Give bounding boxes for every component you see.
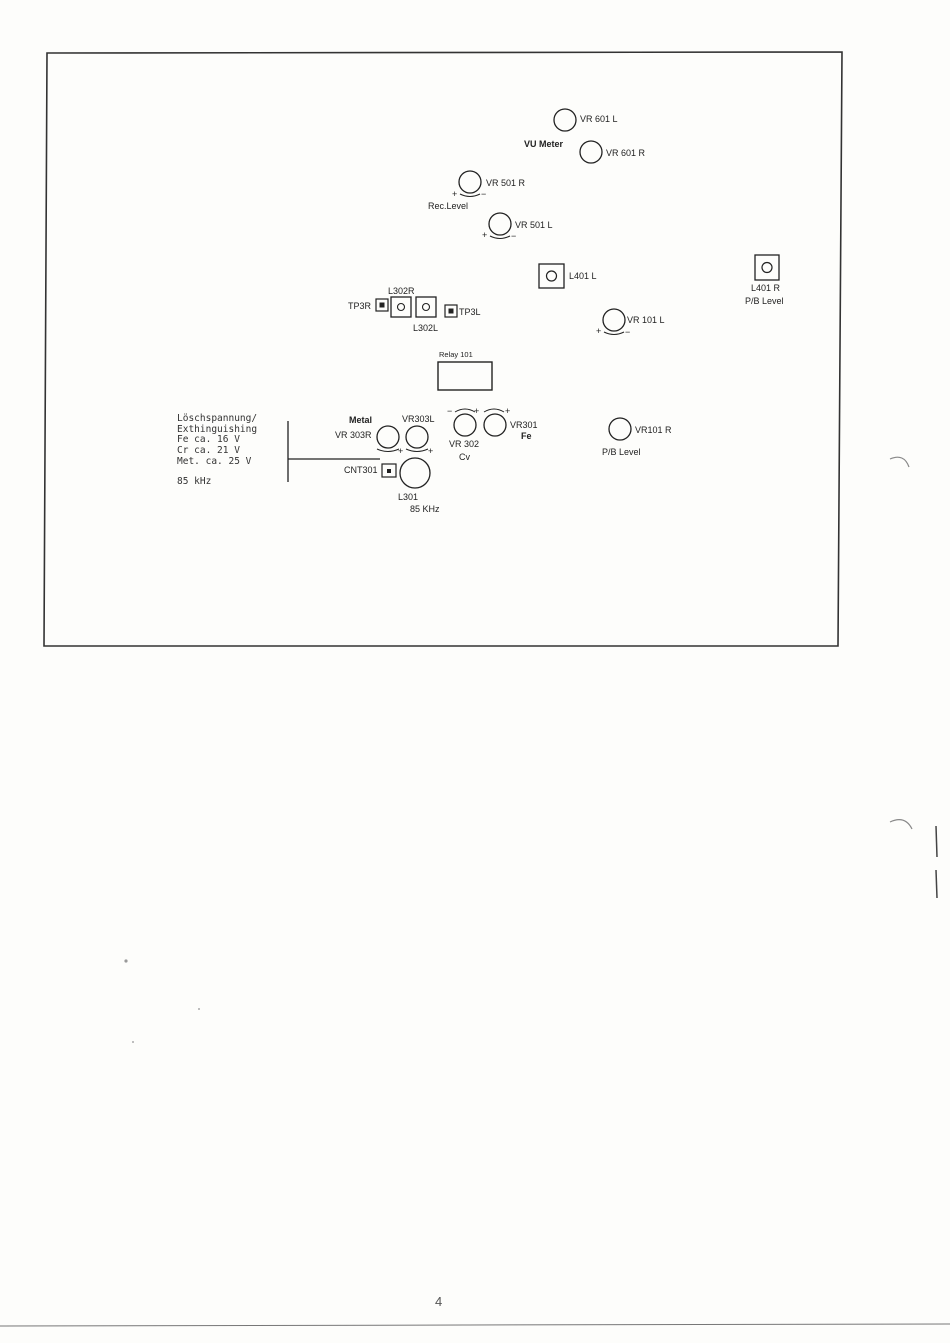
l401r-coil <box>755 255 779 280</box>
vr501l-trimmer <box>489 213 511 235</box>
l301-coil <box>400 458 430 488</box>
relay-label: Relay 101 <box>439 350 473 359</box>
tp3l-label: TP3L <box>459 307 481 317</box>
vr501r-plus: + <box>452 189 457 199</box>
tp3l-testpoint-dot <box>449 309 454 314</box>
vr501l-label: VR 501 L <box>515 220 553 230</box>
vr101l-trimmer <box>603 309 625 331</box>
vr303r-label: VR 303R <box>335 430 372 440</box>
vr101l-minus: − <box>625 327 630 337</box>
l301-label: L301 <box>398 492 418 502</box>
cv-label: Cv <box>459 452 470 462</box>
vr501r-minus: − <box>481 189 486 199</box>
l401l-label: L401 L <box>569 271 597 281</box>
cnt301-label: CNT301 <box>344 465 378 475</box>
vr303r-trimmer <box>377 426 399 448</box>
vr501l-minus: − <box>511 231 516 241</box>
l401l-coil <box>539 264 564 288</box>
vr303r-plus: + <box>398 446 403 456</box>
speck-3 <box>132 1041 134 1043</box>
vr303r-rotation-arc <box>377 449 399 452</box>
page-bottom-edge <box>0 1324 950 1326</box>
punch-mark-2 <box>890 820 912 829</box>
erase-note-line-3: Fe ca. 16 V <box>177 434 240 445</box>
erase-frequency-note: 85 kHz <box>177 476 211 487</box>
vu-meter-label: VU Meter <box>524 139 564 149</box>
vr101l-rotation-arc <box>604 332 624 335</box>
metal-label: Metal <box>349 415 372 425</box>
vr302-plus: + <box>474 406 479 416</box>
punch-mark-1 <box>890 457 909 467</box>
vr101l-plus: + <box>596 326 601 336</box>
vr601r-label: VR 601 R <box>606 148 646 158</box>
l302l-core <box>423 304 430 311</box>
l302r-label: L302R <box>388 286 415 296</box>
tp3r-testpoint-dot <box>380 303 385 308</box>
erase-note-line-1: Löschspannung/ <box>177 413 257 424</box>
vr501l-rotation-arc <box>490 236 510 239</box>
vr501l-plus: + <box>482 230 487 240</box>
vr302-rotation-arc <box>455 409 475 412</box>
l301-frequency-label: 85 KHz <box>410 504 440 514</box>
vr101r-trimmer <box>609 418 631 440</box>
vr501r-trimmer <box>459 171 481 193</box>
vr601l-label: VR 601 L <box>580 114 618 124</box>
vr303l-rotation-arc <box>406 449 428 452</box>
vr501r-rotation-arc <box>460 194 480 197</box>
punch-mark-3 <box>936 826 937 857</box>
vr601r-trimmer <box>580 141 602 163</box>
vr301-trimmer <box>484 414 506 436</box>
vr601l-trimmer <box>554 109 576 131</box>
punch-mark-4 <box>936 870 937 898</box>
vr101l-label: VR 101 L <box>627 315 665 325</box>
speck-1 <box>124 959 127 962</box>
vr303l-trimmer <box>406 426 428 448</box>
l401r-label: L401 R <box>751 283 781 293</box>
pb-level-top-label: P/B Level <box>745 296 784 306</box>
vr303l-label: VR303L <box>402 414 435 424</box>
vr301-plus: + <box>505 406 510 416</box>
l302r-coil <box>391 297 411 317</box>
vr302-label: VR 302 <box>449 439 479 449</box>
vr302-minus: − <box>447 406 452 416</box>
relay-101 <box>438 362 492 390</box>
board-outline <box>44 52 842 646</box>
erase-note-line-5: Met. ca. 25 V <box>177 456 252 467</box>
vr101r-label: VR101 R <box>635 425 672 435</box>
vr302-trimmer <box>454 414 476 436</box>
l302r-core <box>398 304 405 311</box>
l302l-label: L302L <box>413 323 438 333</box>
speck-2 <box>198 1008 200 1010</box>
fe-label: Fe <box>521 431 532 441</box>
l401r-core <box>762 263 772 273</box>
rec-level-label: Rec.Level <box>428 201 468 211</box>
vr303l-plus: + <box>428 446 433 456</box>
page-number: 4 <box>435 1294 442 1309</box>
cnt301-pin <box>387 469 391 473</box>
vr301-label: VR301 <box>510 420 538 430</box>
vr501r-label: VR 501 R <box>486 178 526 188</box>
l302l-coil <box>416 297 436 317</box>
pb-level-label: P/B Level <box>602 447 641 457</box>
erase-note-line-4: Cr ca. 21 V <box>177 445 240 456</box>
vr301-rotation-arc <box>484 409 504 412</box>
l401l-core <box>547 271 557 281</box>
tp3r-label: TP3R <box>348 301 372 311</box>
